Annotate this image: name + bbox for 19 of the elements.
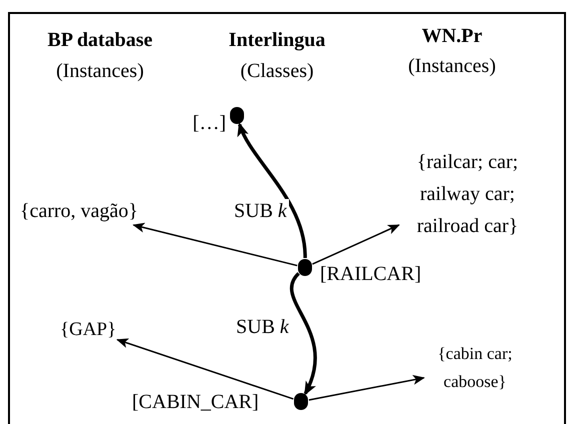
column-heading: BP database — [46, 28, 154, 53]
class-label: [RAILCAR] — [320, 262, 422, 287]
column-heading: WN.Pr — [420, 24, 484, 49]
column-subheading: (Instances) — [55, 59, 145, 84]
instance-set-text: {carro, vagão} — [20, 199, 138, 224]
instance-set-text: {railcar; car; railway car; railroad car} — [400, 146, 535, 242]
arrow — [312, 224, 400, 265]
column-subheading: (Classes) — [239, 59, 315, 84]
class-label: […] — [192, 111, 226, 136]
class-label: [CABIN_CAR] — [132, 390, 259, 415]
arrow — [290, 272, 317, 396]
arrow — [238, 122, 307, 258]
column-subheading: (Instances) — [407, 54, 497, 79]
arrow — [116, 338, 294, 400]
instance-set-text: {cabin car; caboose} — [425, 340, 525, 396]
instance-set-text: {GAP} — [60, 318, 116, 342]
column-heading: Interlingua — [228, 28, 326, 53]
arrow — [132, 222, 298, 266]
arrow — [308, 375, 425, 401]
